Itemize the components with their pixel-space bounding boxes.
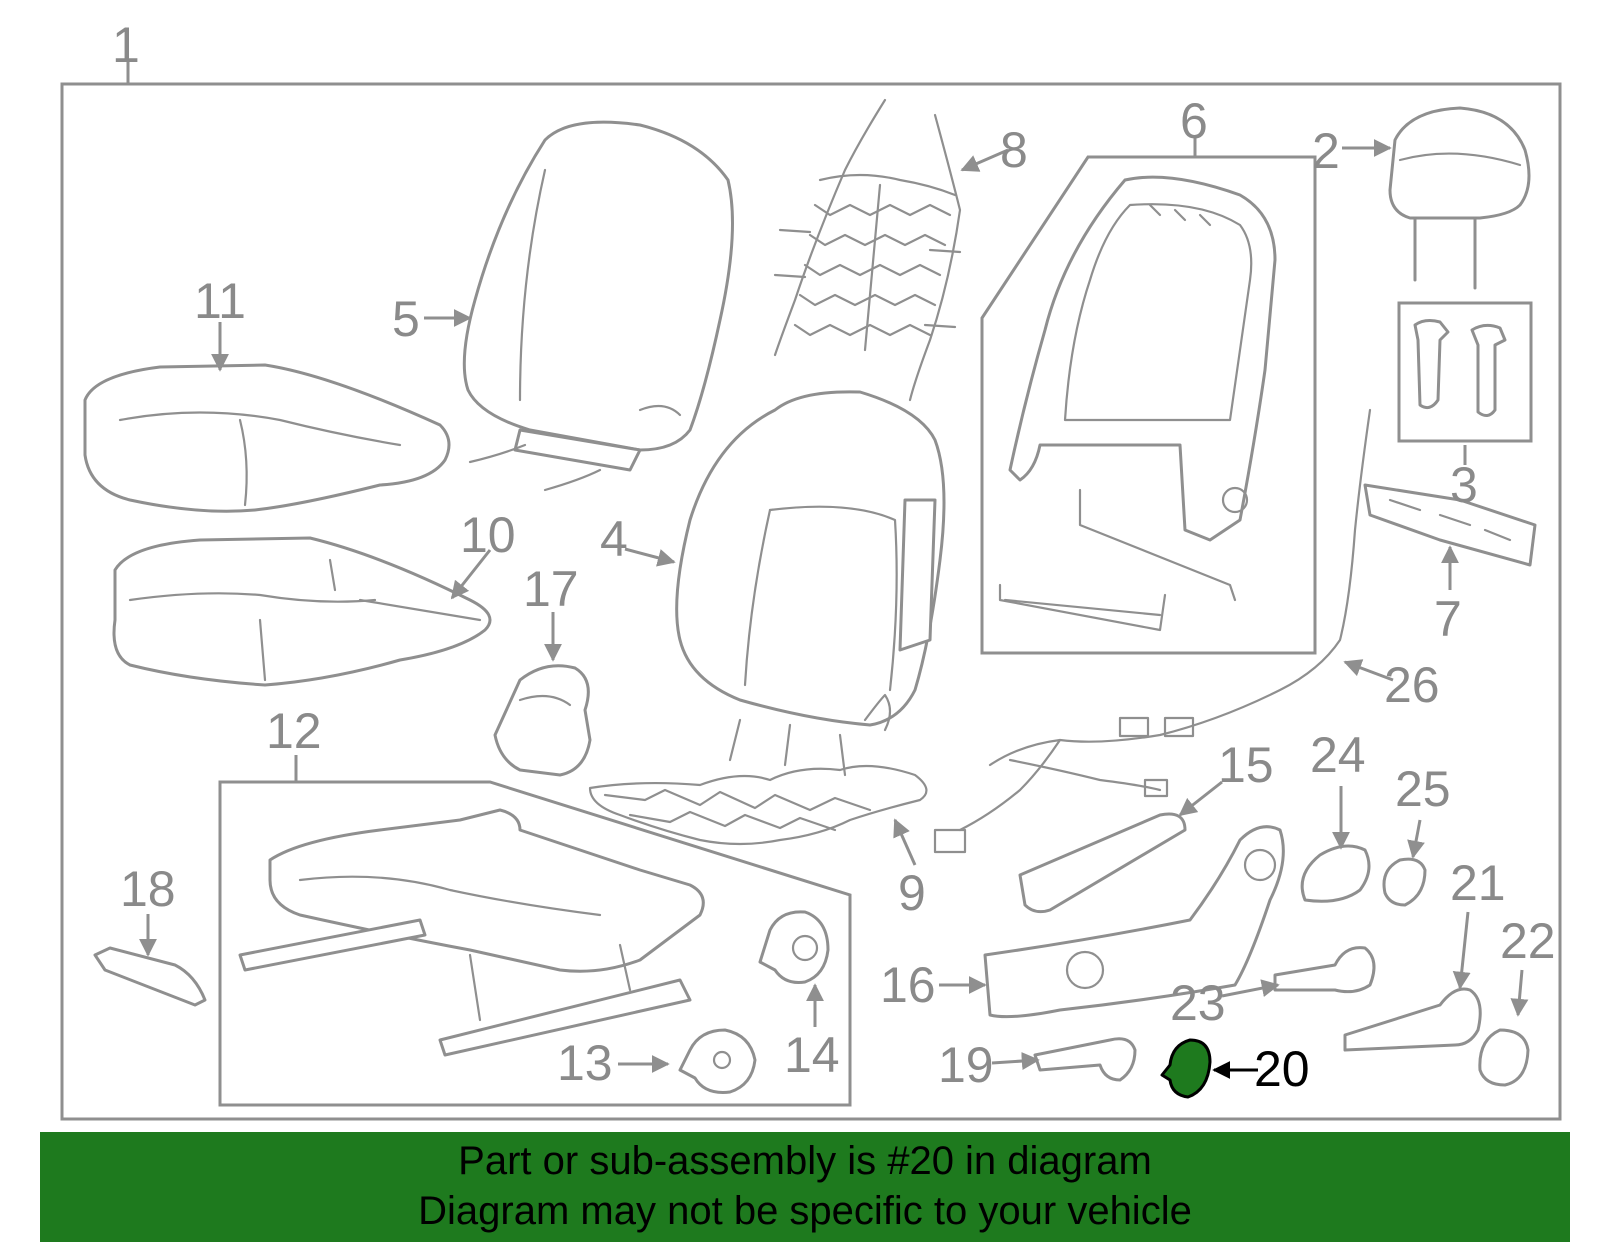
part-11-cushion-cover	[83, 363, 451, 513]
part-12-seat-adjuster	[238, 808, 705, 1057]
subassembly-box-3	[1397, 301, 1533, 443]
part-14-motor	[758, 910, 830, 984]
callout-26: 26	[1384, 657, 1440, 713]
callout-17: 17	[523, 561, 579, 617]
callout-7: 7	[1434, 591, 1462, 647]
part-13-motor	[678, 1028, 757, 1094]
part-19-lever	[1033, 1037, 1137, 1082]
part-20-highlighted	[1160, 1038, 1212, 1099]
callout-19: 19	[938, 1037, 994, 1093]
callout-25: 25	[1395, 761, 1451, 817]
part-18-trim	[93, 946, 207, 1007]
part-2-headrest	[1388, 106, 1531, 290]
callout-labels: 1 2 3 4 5 6 7 8 9 10 11 12 13 14 15 16 1…	[112, 17, 1556, 1097]
callout-24: 24	[1310, 727, 1366, 783]
callout-2: 2	[1312, 123, 1340, 179]
part-23-handle	[1273, 946, 1376, 994]
callout-10: 10	[460, 507, 516, 563]
part-24-knob	[1300, 844, 1371, 903]
info-banner: Part or sub-assembly is #20 in diagram D…	[40, 1132, 1570, 1242]
callout-23: 23	[1170, 975, 1226, 1031]
part-6-back-frame	[998, 175, 1277, 632]
part-25-cap	[1382, 857, 1427, 907]
part-16-side-shield	[983, 825, 1285, 1019]
callout-18: 18	[120, 861, 176, 917]
leader-lines	[139, 138, 1529, 1079]
part-15-side-trim	[1018, 812, 1187, 914]
callout-4: 4	[600, 511, 628, 567]
callout-21: 21	[1450, 855, 1506, 911]
part-3-headrest-guides	[1413, 319, 1507, 417]
part-22-cap	[1478, 1028, 1530, 1087]
callout-13: 13	[557, 1035, 613, 1091]
callout-16: 16	[880, 957, 936, 1013]
callout-9: 9	[898, 865, 926, 921]
callout-5: 5	[392, 291, 420, 347]
callout-12: 12	[266, 703, 322, 759]
subassembly-box-12	[218, 780, 852, 1107]
callout-8: 8	[1000, 122, 1028, 178]
part-5-back-cover	[462, 120, 734, 492]
banner-line-disclaimer: Diagram may not be specific to your vehi…	[418, 1189, 1192, 1233]
callout-20: 20	[1254, 1041, 1310, 1097]
subassembly-box-6	[980, 155, 1317, 655]
part-26-wiring-harness	[933, 408, 1372, 854]
callout-6: 6	[1180, 93, 1208, 149]
callout-15: 15	[1218, 737, 1274, 793]
part-8-suspension-mat	[773, 98, 962, 402]
part-7-trim-panel	[1363, 483, 1537, 567]
part-9-cushion-suspension	[588, 718, 928, 846]
banner-line-part-number: Part or sub-assembly is #20 in diagram	[458, 1139, 1152, 1183]
callout-22: 22	[1500, 913, 1556, 969]
callout-1: 1	[112, 17, 140, 73]
part-21-recliner-handle	[1343, 987, 1482, 1052]
part-17-recliner-cover	[493, 664, 592, 777]
assembly-frame	[60, 82, 1562, 1121]
callout-3: 3	[1450, 457, 1478, 513]
part-4-back-pad	[675, 390, 946, 732]
part-10-cushion-pad	[112, 536, 492, 687]
callout-14: 14	[784, 1027, 840, 1083]
callout-11: 11	[194, 273, 246, 329]
